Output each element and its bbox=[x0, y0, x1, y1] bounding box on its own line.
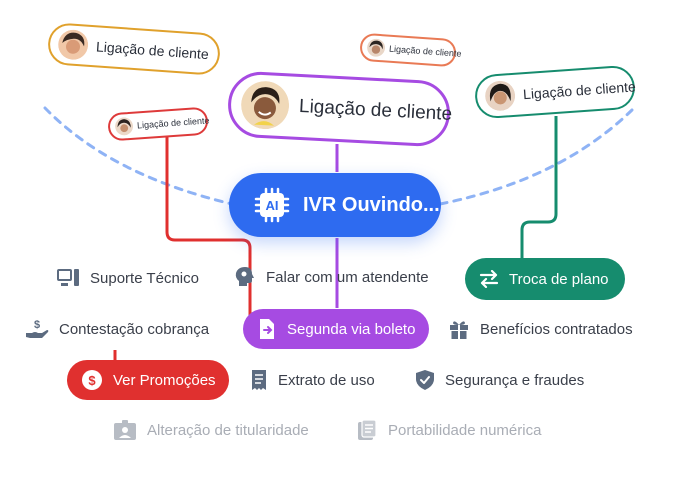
option-contestacao-cobranca[interactable]: $ Contestação cobrança bbox=[25, 318, 209, 340]
red-line bbox=[113, 137, 252, 360]
document-icon bbox=[358, 419, 377, 440]
option-extrato-uso[interactable]: Extrato de uso bbox=[250, 369, 375, 391]
swap-icon bbox=[479, 270, 499, 288]
ai-chip-icon: AI bbox=[254, 187, 290, 223]
customer-call-bubble: Ligação de cliente bbox=[226, 70, 453, 148]
customer-avatar bbox=[58, 29, 89, 60]
option-troca-plano[interactable]: Troca de plano bbox=[465, 258, 625, 300]
option-ver-promocoes[interactable]: $ Ver Promoções bbox=[67, 360, 229, 400]
customer-call-bubble: Ligação de cliente bbox=[473, 64, 637, 120]
option-label: Suporte Técnico bbox=[90, 269, 199, 287]
option-beneficios-contratados[interactable]: Benefícios contratados bbox=[448, 318, 633, 340]
call-label: Ligação de cliente bbox=[298, 95, 453, 125]
customer-avatar bbox=[367, 38, 386, 57]
option-label: Segurança e fraudes bbox=[445, 371, 585, 389]
option-alteracao-titularidade[interactable]: Alteração de titularidade bbox=[113, 419, 309, 441]
option-label: Segunda via boleto bbox=[287, 320, 416, 338]
head-voice-icon bbox=[235, 267, 254, 286]
option-label: Ver Promoções bbox=[113, 371, 216, 389]
shield-check-icon bbox=[416, 370, 434, 390]
svg-text:$: $ bbox=[34, 319, 40, 331]
money-hand-icon: $ bbox=[26, 319, 49, 338]
dollar-icon: $ bbox=[82, 370, 102, 390]
customer-call-bubble: Ligação de cliente bbox=[359, 32, 462, 68]
option-label: Benefícios contratados bbox=[480, 320, 633, 338]
option-segunda-via-boleto[interactable]: Segunda via boleto bbox=[243, 309, 429, 349]
green-line bbox=[520, 116, 558, 258]
option-falar-atendente[interactable]: Falar com um atendente bbox=[234, 266, 429, 288]
computer-icon bbox=[57, 269, 79, 286]
option-label: Falar com um atendente bbox=[266, 268, 429, 286]
option-label: Alteração de titularidade bbox=[147, 421, 309, 439]
customer-avatar bbox=[241, 81, 290, 130]
gift-icon bbox=[450, 321, 468, 339]
customer-call-bubble: Ligação de cliente bbox=[46, 22, 222, 76]
option-seguranca-fraudes[interactable]: Segurança e fraudes bbox=[415, 369, 584, 391]
customer-avatar bbox=[115, 117, 134, 136]
file-arrow-icon bbox=[260, 319, 274, 339]
option-label: Portabilidade numérica bbox=[388, 421, 542, 439]
ai-badge: AI bbox=[266, 198, 279, 213]
call-label: Ligação de cliente bbox=[95, 38, 210, 63]
hub-label: IVR Ouvindo... bbox=[303, 193, 440, 216]
option-label: Extrato de uso bbox=[278, 371, 375, 389]
ivr-listening-pill[interactable]: AI IVR Ouvindo... bbox=[229, 173, 441, 237]
call-label: Ligação de cliente bbox=[522, 78, 637, 103]
id-card-icon bbox=[114, 420, 136, 440]
customer-avatar bbox=[485, 80, 516, 111]
option-portabilidade-numerica[interactable]: Portabilidade numérica bbox=[356, 419, 541, 441]
option-label: Contestação cobrança bbox=[59, 320, 210, 338]
option-label: Troca de plano bbox=[509, 270, 609, 288]
listening-arc-right bbox=[438, 108, 634, 206]
svg-text:$: $ bbox=[88, 373, 96, 388]
receipt-icon bbox=[252, 370, 266, 390]
listening-arc-left bbox=[43, 106, 234, 206]
customer-call-bubble: Ligação de cliente bbox=[107, 106, 210, 142]
call-label: Ligação de cliente bbox=[388, 43, 462, 59]
call-label: Ligação de cliente bbox=[136, 115, 210, 131]
option-suporte-tecnico[interactable]: Suporte Técnico bbox=[56, 268, 199, 288]
